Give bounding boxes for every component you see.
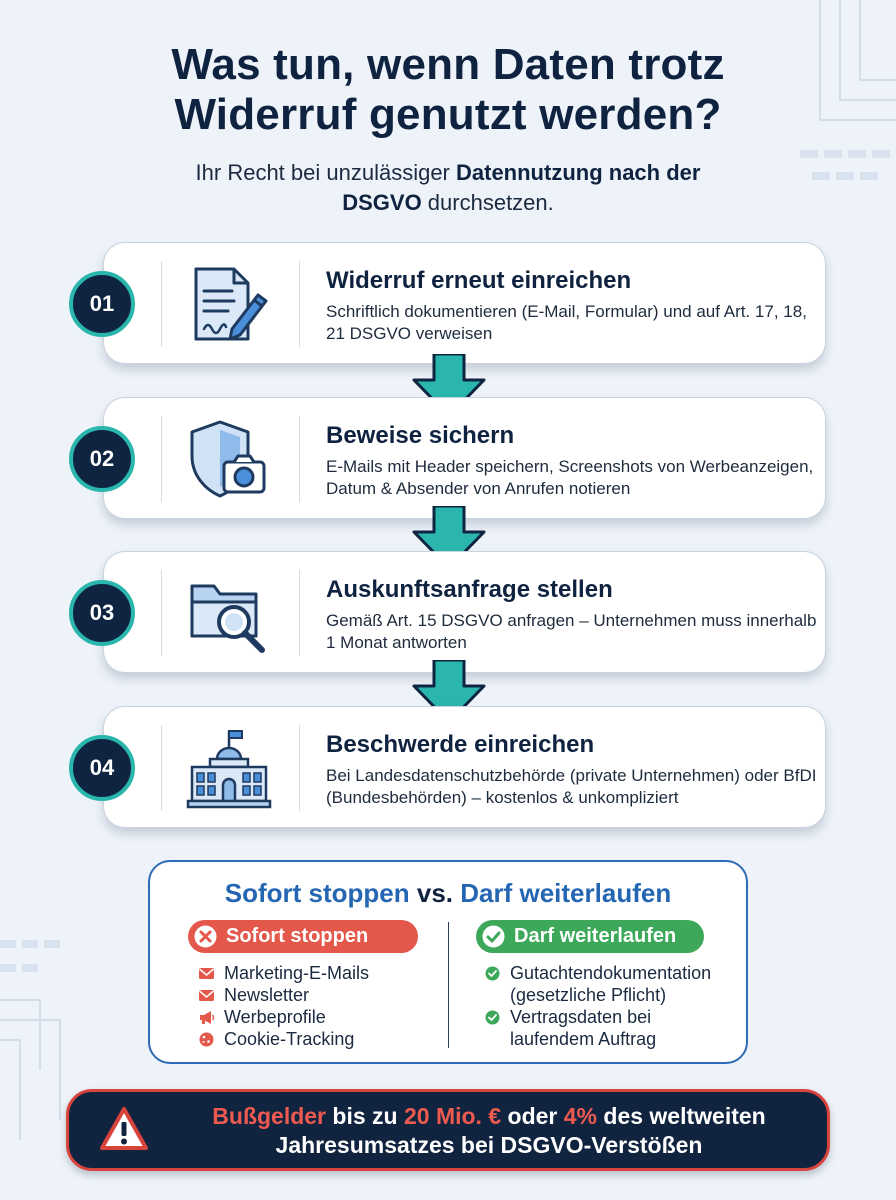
megaphone-icon bbox=[200, 1011, 215, 1024]
card-divider bbox=[299, 570, 300, 656]
page-subtitle: Ihr Recht bei unzulässiger Datennutzung … bbox=[120, 158, 776, 218]
list-item: Werbeprofile bbox=[198, 1006, 369, 1028]
allow-list: Gutachtendokumentation (gesetzliche Pfli… bbox=[484, 962, 711, 1050]
stop-list: Marketing-E-Mails Newsletter Werbeprofil… bbox=[198, 962, 369, 1050]
warning-highlight: 20 Mio. € bbox=[403, 1103, 502, 1129]
step-description: Bei Landesdatenschutzbehörde (private Un… bbox=[326, 766, 817, 807]
card-divider bbox=[161, 570, 162, 656]
allow-label-text: Darf weiterlaufen bbox=[514, 925, 677, 947]
step-description: E-Mails mit Header speichern, Screenshot… bbox=[326, 457, 814, 498]
warning-triangle-icon bbox=[100, 1107, 148, 1150]
step-title: Auskunftsanfrage stellen bbox=[326, 576, 613, 603]
comparison-title-right: Darf weiterlaufen bbox=[460, 878, 672, 908]
subtitle-bold-1: Datennutzung nach der bbox=[456, 160, 701, 185]
warning-text: bis zu bbox=[326, 1103, 404, 1129]
list-item-text: Werbeprofile bbox=[224, 1007, 326, 1027]
subtitle-bold-2: DSGVO bbox=[342, 190, 422, 215]
step-number-badge: 04 bbox=[69, 735, 135, 801]
government-building-icon bbox=[186, 730, 272, 809]
comparison-title-left: Sofort stoppen bbox=[224, 878, 410, 908]
list-item: Vertragsdaten bei laufendem Auftrag bbox=[484, 1006, 711, 1050]
warning-highlight: 4% bbox=[563, 1103, 597, 1129]
list-item-text: Cookie-Tracking bbox=[224, 1029, 355, 1049]
title-line-2: Widerruf genutzt werden? bbox=[174, 90, 722, 139]
card-divider bbox=[299, 261, 300, 347]
subtitle-text-2: durchsetzen. bbox=[421, 190, 554, 215]
step-number-badge: 03 bbox=[69, 580, 135, 646]
list-item-text: Newsletter bbox=[224, 985, 310, 1005]
warning-text: oder bbox=[501, 1103, 564, 1129]
allow-label-pill: Darf weiterlaufen bbox=[476, 920, 704, 953]
list-item-line-2: laufendem Auftrag bbox=[510, 1029, 657, 1049]
warning-highlight: Bußgelder bbox=[212, 1103, 327, 1129]
step-title: Beschwerde einreichen bbox=[326, 731, 595, 758]
fine-warning-banner: Bußgelder bis zu 20 Mio. € oder 4% des w… bbox=[66, 1089, 830, 1171]
step-card-3: Auskunftsanfrage stellen Gemäß Art. 15 D… bbox=[103, 551, 826, 673]
list-item: Cookie-Tracking bbox=[198, 1028, 369, 1050]
step-description: Gemäß Art. 15 DSGVO anfragen – Unternehm… bbox=[326, 611, 817, 652]
cookie-icon bbox=[199, 1032, 214, 1047]
folder-search-icon bbox=[190, 584, 265, 653]
list-item-line-1: Vertragsdaten bei bbox=[510, 1007, 652, 1027]
card-divider bbox=[299, 416, 300, 502]
comparison-title-vs: vs. bbox=[409, 878, 461, 908]
page-title: Was tun, wenn Daten trotz Widerruf genut… bbox=[0, 40, 896, 140]
list-item-line-1: Gutachtendokumentation bbox=[510, 963, 712, 983]
comparison-box: Sofort stoppen vs. Darf weiterlaufen Sof… bbox=[148, 860, 748, 1064]
list-item: Marketing-E-Mails bbox=[198, 962, 369, 984]
card-divider bbox=[161, 416, 162, 502]
card-divider bbox=[299, 725, 300, 811]
check-circle-icon bbox=[482, 925, 505, 948]
title-line-1: Was tun, wenn Daten trotz bbox=[171, 40, 725, 89]
x-circle-icon bbox=[194, 925, 217, 948]
list-item: Gutachtendokumentation (gesetzliche Pfli… bbox=[484, 962, 711, 1006]
subtitle-text-1: Ihr Recht bei unzulässiger bbox=[195, 160, 456, 185]
list-item-line-2: (gesetzliche Pflicht) bbox=[510, 985, 667, 1005]
arrow-down-icon bbox=[412, 506, 486, 570]
warning-line-2: Jahresumsatzes bei DSGVO-Verstößen bbox=[275, 1132, 703, 1158]
step-title: Beweise sichern bbox=[326, 422, 515, 449]
shield-camera-icon bbox=[190, 420, 266, 498]
list-item: Newsletter bbox=[198, 984, 369, 1006]
step-card-4: Beschwerde einreichen Bei Landesdatensch… bbox=[103, 706, 826, 828]
card-divider bbox=[161, 261, 162, 347]
warning-text: des weltweiten bbox=[597, 1103, 766, 1129]
arrow-down-icon bbox=[412, 660, 486, 724]
envelope-icon bbox=[199, 968, 214, 979]
check-circle-icon bbox=[485, 1010, 500, 1025]
step-number-badge: 01 bbox=[69, 271, 135, 337]
stop-label-pill: Sofort stoppen bbox=[188, 920, 418, 953]
step-title: Widerruf erneut einreichen bbox=[326, 267, 632, 294]
check-circle-icon bbox=[485, 966, 500, 981]
step-number-badge: 02 bbox=[69, 426, 135, 492]
card-divider bbox=[161, 725, 162, 811]
envelope-icon bbox=[199, 990, 214, 1001]
document-signature-icon bbox=[194, 267, 268, 341]
fine-warning-text: Bußgelder bis zu 20 Mio. € oder 4% des w… bbox=[169, 1102, 809, 1160]
list-item-text: Marketing-E-Mails bbox=[224, 963, 370, 983]
step-card-2: Beweise sichern E-Mails mit Header speic… bbox=[103, 397, 826, 519]
comparison-divider bbox=[448, 922, 449, 1048]
step-card-1: Widerruf erneut einreichen Schriftlich d… bbox=[103, 242, 826, 364]
step-description: Schriftlich dokumentieren (E-Mail, Formu… bbox=[326, 302, 807, 343]
stop-label-text: Sofort stoppen bbox=[226, 925, 369, 947]
comparison-title: Sofort stoppen vs. Darf weiterlaufen bbox=[150, 878, 746, 909]
